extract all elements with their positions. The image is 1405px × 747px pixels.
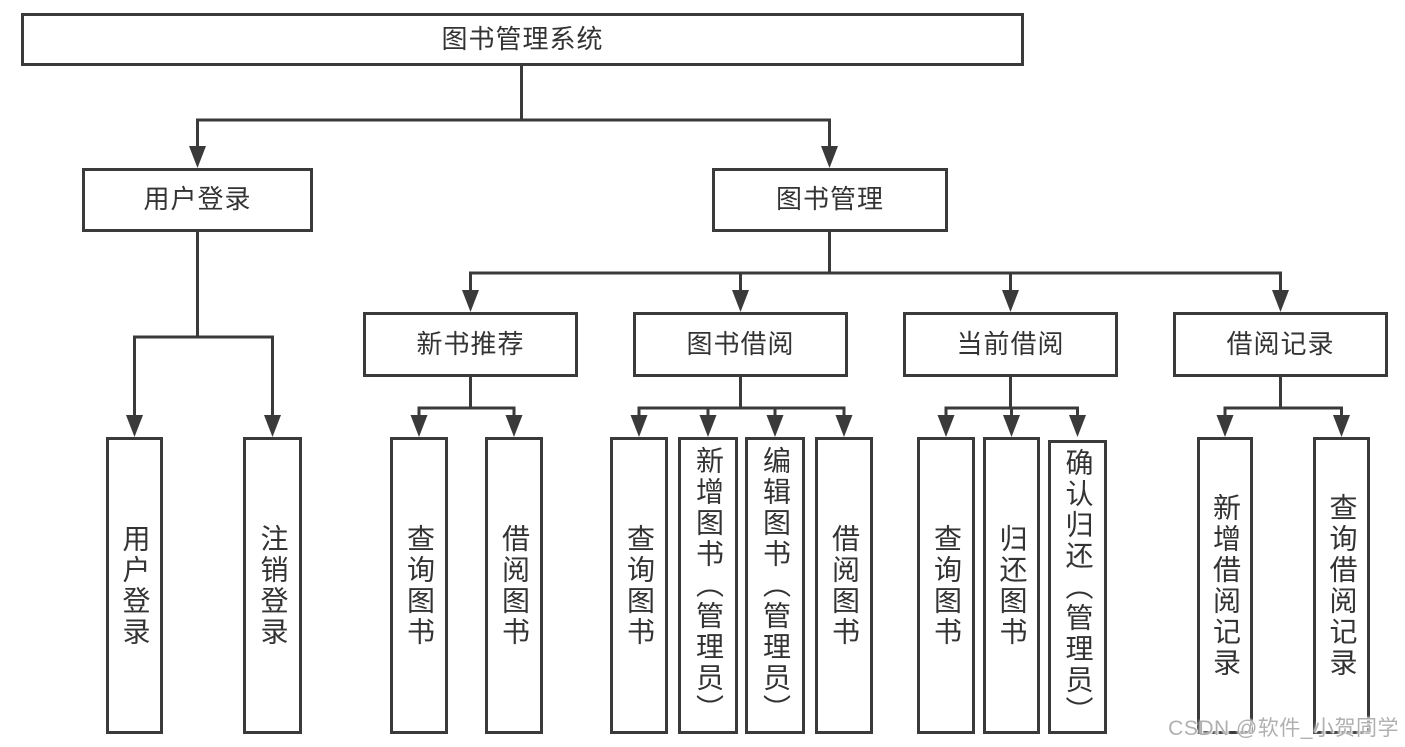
arrow-leaf-confirm-return	[1069, 415, 1086, 437]
csdn-watermark: CSDN @软件_小贺同学	[1168, 717, 1399, 740]
node-book-mgmt: 图书管理	[712, 168, 948, 232]
leaf-borrow-book-2: 借阅图书	[815, 437, 873, 734]
leaf-confirm-return-admin: 确认归还（管理员）	[1048, 440, 1107, 734]
arrow-leaf-edit-book	[766, 415, 784, 437]
leaf-query-borrow-record: 查询借阅记录	[1313, 437, 1370, 734]
arrow-leaf-return-book	[1003, 415, 1020, 437]
node-user-login: 用户登录	[82, 168, 313, 232]
leaf-borrow-book-1: 借阅图书	[485, 437, 543, 734]
connector-branch-level3	[469, 271, 1282, 294]
arrow-leaf-borrow-book-2	[835, 415, 853, 437]
arrowheads	[126, 146, 1350, 437]
leaf-add-borrow-record: 新增借阅记录	[1197, 437, 1253, 734]
arrow-book-mgmt	[821, 146, 838, 168]
leaf-query-book-2: 查询图书	[610, 437, 668, 734]
connector-branch-userlogin	[133, 335, 274, 417]
arrow-borrow-record	[1272, 290, 1289, 312]
arrow-leaf-query-book-2	[630, 415, 648, 437]
node-root: 图书管理系统	[21, 13, 1024, 66]
connector-branch-bookborrow	[637, 406, 846, 418]
leaf-user-login: 用户登录	[106, 437, 163, 734]
arrow-leaf-add-record	[1216, 415, 1234, 437]
leaf-query-book-1: 查询图书	[390, 437, 448, 734]
arrow-leaf-add-book	[699, 415, 717, 437]
node-book-borrow: 图书借阅	[633, 312, 848, 377]
arrow-leaf-borrow-book-1	[505, 415, 523, 437]
arrow-current-borrow	[1002, 290, 1019, 312]
node-new-book-rec: 新书推荐	[363, 312, 578, 377]
leaf-add-book-admin: 新增图书（管理员）	[678, 437, 738, 734]
connector-branch-level2	[196, 118, 831, 150]
arrow-leaf-user-login	[126, 415, 143, 437]
node-current-borrow: 当前借阅	[903, 312, 1118, 377]
leaf-query-book-3: 查询图书	[917, 437, 975, 734]
arrow-leaf-query-book-1	[410, 415, 428, 437]
node-borrow-record: 借阅记录	[1173, 312, 1388, 377]
arrow-leaf-query-book-3	[937, 415, 955, 437]
leaf-return-book: 归还图书	[983, 437, 1040, 734]
arrow-leaf-logout	[264, 415, 281, 437]
leaf-logout: 注销登录	[243, 437, 302, 734]
arrow-book-borrow	[732, 290, 749, 312]
arrow-new-book-rec	[462, 290, 479, 312]
connector-branch-newbookrec	[417, 406, 516, 418]
arrow-leaf-query-record	[1333, 415, 1350, 437]
arrow-user-login	[189, 146, 206, 168]
connector-branch-borrowrecord	[1223, 406, 1343, 418]
leaf-edit-book-admin: 编辑图书（管理员）	[745, 437, 805, 734]
